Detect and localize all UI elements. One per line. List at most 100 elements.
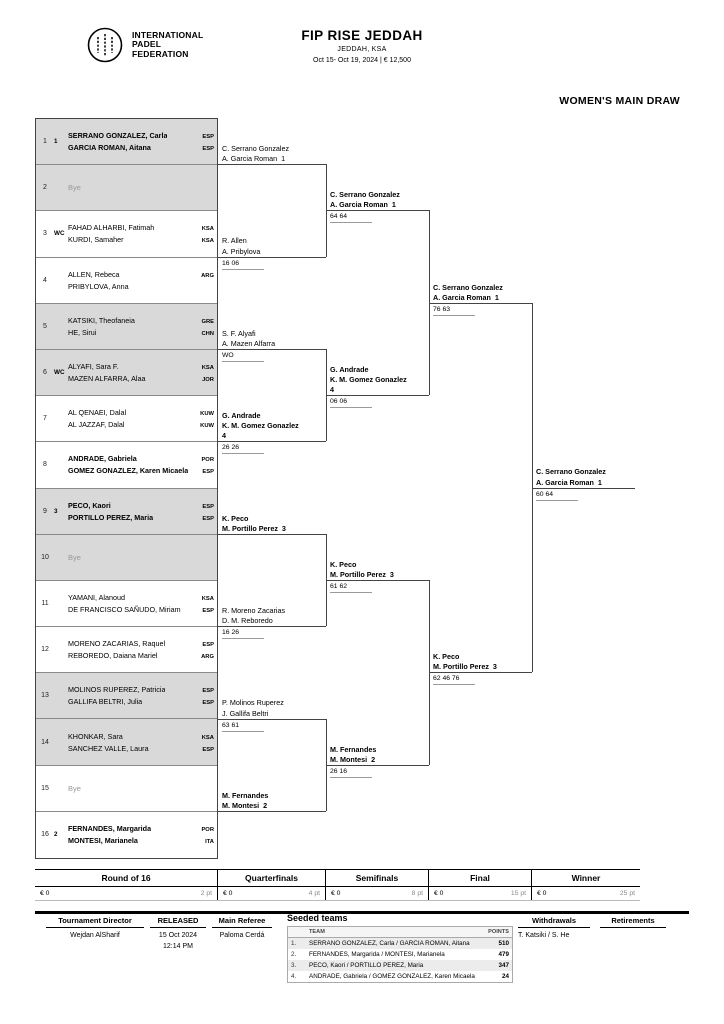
player-name: GOMEZ GONAZLEZ, Karen Micaela [68, 466, 189, 476]
bracket-connector-sf-1 [429, 210, 430, 396]
match-score-r16-7: 63 61 [222, 721, 264, 732]
slot-number: 3 [43, 230, 47, 238]
player-country: POR [201, 827, 214, 834]
seed-number: 1. [291, 940, 297, 947]
seeded-teams-table: TEAM POINTS 1.SERRANO GONZALEZ, Carla / … [287, 926, 513, 983]
slot-number: 12 [41, 646, 49, 654]
slot-team: Bye [68, 553, 217, 562]
round-points: 2 pt [200, 890, 212, 897]
withdrawals-label: Withdrawals [518, 916, 590, 928]
match-score-sf-2: 62 46 76 [433, 674, 475, 686]
player-row: HE, Sirui CHN [68, 328, 214, 337]
seed-points: 510 [498, 940, 509, 947]
tournament-director-label: Tournament Director [46, 916, 144, 928]
player-name: MONTESI, Marianela [68, 836, 138, 846]
bye-label: Bye [68, 783, 81, 793]
player-country: ESP [202, 746, 214, 753]
ipf-logo-mark [87, 27, 123, 63]
seeded-teams-label: Seeded teams [287, 913, 348, 923]
winner-name-line: M. Portillo Perez 3 [433, 662, 497, 672]
ipf-logo: INTERNATIONAL PADEL FEDERATION [84, 24, 203, 66]
winner-name-line: R. Allen [222, 236, 247, 246]
winner-name-line: J. Gallifa Beltri [222, 708, 269, 718]
slot-number: 1 [43, 138, 47, 146]
logo-text-line2: PADEL [132, 39, 162, 50]
bracket-connector-sf-2 [429, 580, 430, 765]
released-label: RELEASED [150, 916, 206, 928]
logo-text-line3: FEDERATION [132, 48, 189, 59]
slot-seed-or-wc: WC [54, 369, 65, 377]
player-country: ARG [201, 654, 214, 661]
player-name: HE, Sirui [68, 327, 97, 337]
bracket-line-r16-1 [218, 164, 326, 166]
seed-number: 3. [291, 962, 297, 969]
player-name: AL JAZZAF, Dalal [68, 420, 125, 430]
slot-number: 5 [43, 322, 47, 330]
bracket-line-r16-4 [218, 441, 326, 443]
match-score-qf-4: 26 16 [330, 767, 372, 778]
bracket-line-sf-2 [429, 672, 532, 674]
player-country: CHN [201, 330, 214, 337]
winner-name-line: C. Serrano Gonzalez [222, 144, 290, 154]
bracket-line-sf-1 [429, 302, 532, 304]
bracket-connector-final-1 [532, 302, 533, 673]
player-country: KSA [201, 734, 214, 741]
winner-name-line: K. Peco [330, 559, 357, 569]
player-country: ESP [202, 503, 214, 510]
winner-name-line: M. Portillo Perez 3 [330, 569, 394, 579]
prize-money: € 0 [331, 890, 341, 897]
winner-name-line: C. Serrano Gonzalez [433, 282, 503, 292]
match-score-sf-1: 76 63 [433, 305, 475, 316]
round-title: Semifinals [326, 870, 428, 887]
winner-name-line: K. Peco [222, 513, 249, 523]
released-time: 12:14 PM [163, 943, 193, 950]
player-country: ESP [202, 515, 214, 522]
player-name: PECO, Kaori [68, 500, 111, 510]
player-country: ESP [202, 607, 214, 614]
player-country: GRE [201, 318, 214, 325]
winner-name-line: M. Portillo Perez 3 [222, 523, 286, 533]
winner-name-line: P. Molinos Ruperez [222, 698, 284, 708]
seeded-header-num [287, 926, 306, 938]
player-country: KSA [201, 595, 214, 602]
match-score-final-1: 60 64 [536, 490, 578, 501]
winner-name-line: A. Pribylova [222, 246, 261, 256]
bracket-line-r16-2 [218, 256, 326, 258]
player-row: ALYAFI, Sara F.KSA [68, 362, 214, 371]
bracket-line-r16-6 [218, 626, 326, 628]
match-score-r16-2: 16 06 [222, 259, 264, 270]
bracket-line-qf-2 [326, 395, 429, 397]
player-name: REBOREDO, Daiana Mariel [68, 651, 158, 661]
bracket-line-r16-8 [218, 811, 326, 812]
slot-number: 16 [41, 831, 49, 839]
player-name: PORTILLO PEREZ, Maria [68, 512, 154, 522]
